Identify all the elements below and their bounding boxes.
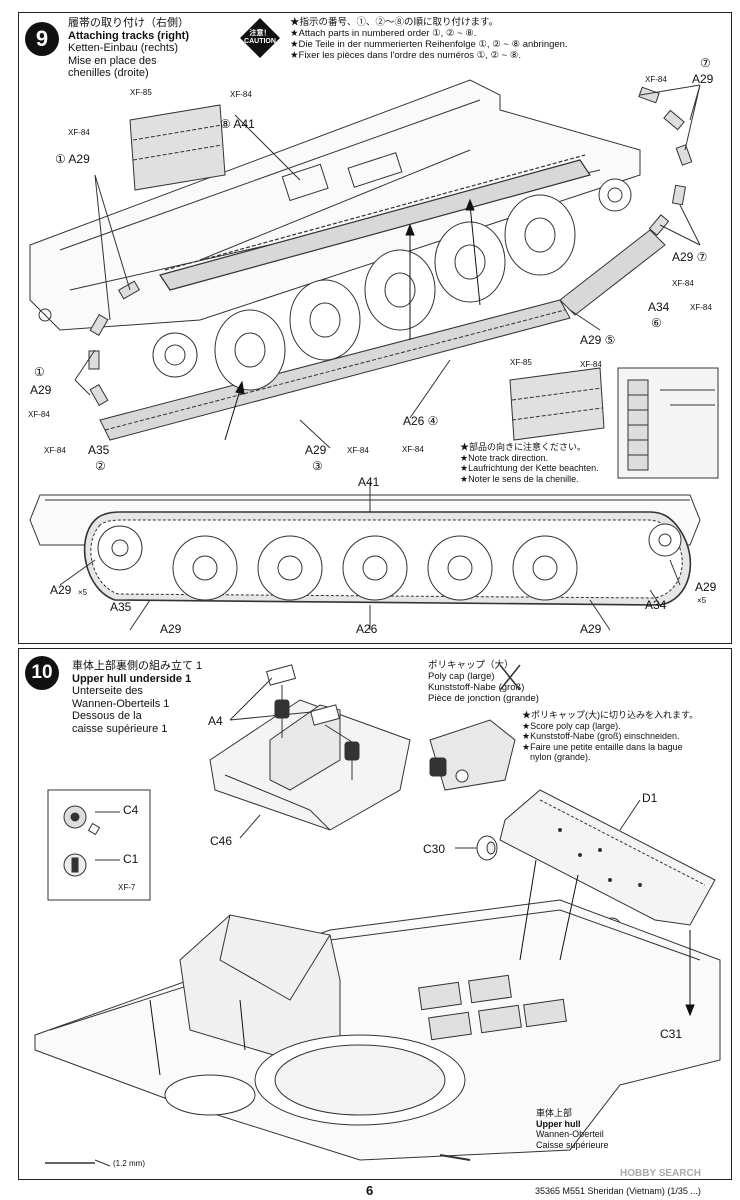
- order-note-fr: ★Fixer les pièces dans l'ordre des numér…: [290, 50, 521, 61]
- product-code: 35365 M551 Sheridan (Vietnam) (1/35 ...): [535, 1186, 701, 1196]
- side-label-a29-right: A29: [695, 580, 717, 594]
- label-a34: A34: [648, 300, 670, 314]
- side-label-a29-bottom-left: A29: [160, 622, 182, 636]
- polycap-ja: ポリキャップ（大）: [428, 660, 514, 671]
- order-note-en: ★Attach parts in numbered order ①, ② ~ ⑧…: [290, 28, 477, 39]
- hull-label-fr: Caisse supérieure: [536, 1139, 609, 1150]
- side-label-x5-left: ×5: [78, 588, 88, 597]
- label-drill-size: (1.2 mm): [113, 1159, 145, 1168]
- label-step3: ③: [312, 459, 323, 473]
- polycap-en: Poly cap (large): [428, 671, 495, 682]
- step-9-title-ja: 履帯の取り付け（右側）: [68, 17, 189, 29]
- score-polycap-notes: ★ポリキャップ(大)に切り込みを入れます。 ★Score poly cap (l…: [522, 710, 698, 763]
- step-10-title-de2: Wannen-Oberteils 1: [72, 697, 170, 710]
- label-c46: C46: [210, 834, 233, 848]
- step-9-title-en: Attaching tracks (right): [68, 29, 190, 42]
- score-note-ja: ★ポリキャップ(大)に切り込みを入れます。: [522, 710, 699, 720]
- polycap-de: Kunststoff-Nabe (groß): [428, 682, 525, 693]
- hull-label-en: Upper hull: [536, 1118, 581, 1129]
- label-c30: C30: [423, 842, 446, 856]
- label-xf84-a34: XF-84: [690, 303, 712, 312]
- label-c4: C4: [123, 803, 139, 817]
- side-label-a35: A35: [110, 600, 132, 614]
- hull-label-ja: 車体上部: [536, 1108, 573, 1118]
- side-label-a29-bottom-right: A29: [580, 622, 602, 636]
- caution-en: CAUTION: [244, 38, 276, 45]
- label-a26-step4: A26 ④: [403, 414, 439, 428]
- label-step6: ⑥: [651, 316, 662, 330]
- score-note-de: ★Kunststoff-Nabe (groß) einschneiden.: [522, 731, 680, 741]
- step-9-title-de: Ketten-Einbau (rechts): [68, 42, 179, 54]
- polycap-label: ポリキャップ（大） Poly cap (large) Kunststoff-Na…: [428, 660, 539, 704]
- label-xf85-a: XF-85: [130, 88, 152, 97]
- label-xf84-a41: XF-84: [230, 90, 252, 99]
- step-10-title-fr2: caisse supérieure 1: [72, 722, 168, 735]
- side-label-a34: A34: [645, 598, 667, 612]
- score-note-en: ★Score poly cap (large).: [522, 720, 621, 731]
- step-9-order-notes: ★指示の番号、①、②～⑧の順に取り付けます。 ★Attach parts in …: [290, 17, 568, 61]
- label-xf84-left: XF-84: [68, 128, 90, 137]
- step-9-direction-notes: ★部品の向きに注意ください。 ★Note track direction. ★L…: [460, 442, 599, 484]
- direction-note-de: ★Laufrichtung der Kette beachten.: [460, 463, 599, 473]
- direction-note-en: ★Note track direction.: [460, 452, 549, 463]
- side-label-a29-left: A29: [50, 583, 72, 597]
- label-xf84-right-mid: XF-84: [672, 279, 694, 288]
- side-label-a26: A26: [356, 622, 378, 636]
- watermark-logo: HOBBY SEARCH: [620, 1168, 701, 1179]
- label-xf84-left-low: XF-84: [28, 410, 50, 419]
- label-a29-step1-top: ① A29: [55, 152, 90, 166]
- step-10-number: 10: [25, 656, 59, 690]
- step-10-title-en: Upper hull underside 1: [72, 672, 192, 685]
- label-step2: ②: [95, 459, 106, 473]
- order-note-de: ★Die Teile in der nummerierten Reihenfol…: [290, 39, 568, 50]
- step-10-title: 車体上部裏側の組み立て 1 Upper hull underside 1 Unt…: [72, 660, 202, 735]
- step-9-number: 9: [25, 22, 59, 56]
- label-c1: C1: [123, 852, 139, 866]
- score-note-fr2: nylon (grande).: [530, 752, 591, 762]
- label-d1: D1: [642, 791, 658, 805]
- label-a4: A4: [208, 714, 223, 728]
- label-xf84-right-top: XF-84: [645, 75, 667, 84]
- step-10-title-de1: Unterseite des: [72, 685, 143, 697]
- label-a29-left: A29: [30, 383, 52, 397]
- label-a35: A35: [88, 443, 110, 457]
- hull-label-de: Wannen-Oberteil: [536, 1129, 604, 1139]
- label-step1-left: ①: [34, 365, 45, 379]
- label-a29-step5: A29 ⑤: [580, 333, 616, 347]
- label-c31: C31: [660, 1027, 683, 1041]
- step-10-title-fr1: Dessous de la: [72, 710, 142, 722]
- order-note-ja: ★指示の番号、①、②～⑧の順に取り付けます。: [290, 17, 499, 28]
- label-a29-right-top: A29: [692, 72, 714, 86]
- caution-ja: 注意！: [249, 30, 271, 37]
- label-a29-step3: A29: [305, 443, 327, 457]
- label-xf84-a35: XF-84: [44, 446, 66, 455]
- step-9-title-fr1: Mise en place des: [68, 54, 157, 67]
- direction-note-ja: ★部品の向きに注意ください。: [460, 442, 587, 452]
- label-xf84-a29-3: XF-84: [347, 446, 369, 455]
- label-xf7: XF-7: [118, 883, 136, 892]
- label-xf84-a26: XF-84: [402, 445, 424, 454]
- step-9-title: 履帯の取り付け（右側） Attaching tracks (right) Ket…: [68, 17, 189, 80]
- polycap-fr: Pièce de jonction (grande): [428, 693, 539, 704]
- label-xf85-b: XF-85: [510, 358, 532, 367]
- step-10-title-ja: 車体上部裏側の組み立て 1: [72, 660, 203, 672]
- direction-note-fr: ★Noter le sens de la chenille.: [460, 473, 579, 484]
- label-step7-top: ⑦: [700, 56, 711, 70]
- score-note-fr1: ★Faire une petite entaille dans la bague: [522, 741, 683, 752]
- upper-hull-label: 車体上部 Upper hull Wannen-Oberteil Caisse s…: [536, 1108, 609, 1150]
- side-label-x5-right: ×5: [697, 596, 707, 605]
- label-xf84-a29-5: XF-84: [580, 360, 602, 369]
- label-a29-right-mid: A29 ⑦: [672, 250, 708, 264]
- side-label-a41: A41: [358, 475, 380, 489]
- label-a41-step8: ⑧ A41: [220, 117, 255, 131]
- page-number: 6: [366, 1183, 374, 1198]
- step-9-title-fr2: chenilles (droite): [68, 67, 149, 79]
